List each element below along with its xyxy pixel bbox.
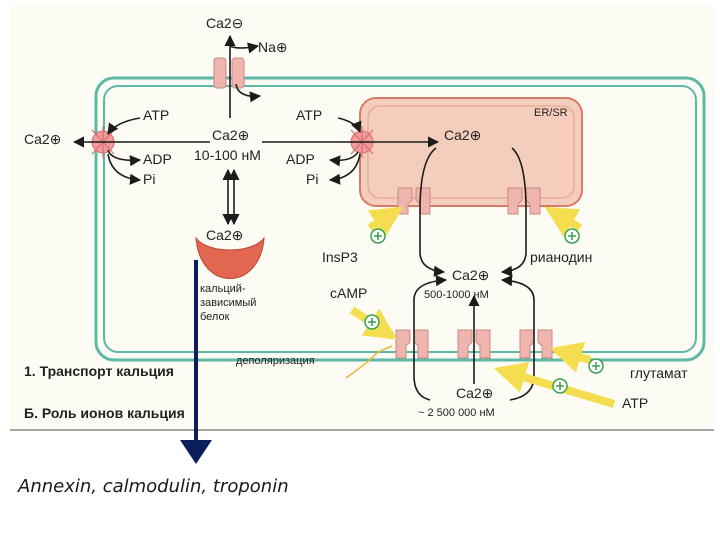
na-ca-exchanger (213, 57, 245, 89)
label-protein-line2: зависимый (200, 297, 256, 309)
arrow-na-in-top-a (229, 42, 260, 54)
activator-arrow-glutamate (549, 341, 592, 373)
label-ca-ext: Ca2⊕ (456, 385, 493, 401)
activator-arrow-ryanodine (544, 206, 583, 237)
label-conc-ext: ~ 2 500 000 нМ (418, 407, 495, 419)
label-ryanodine: рианодин (530, 249, 592, 265)
arrow-influx-right (500, 275, 535, 401)
label-ca-er: Ca2⊕ (444, 127, 481, 143)
arrow-er-release-left (419, 147, 446, 277)
label-atp-left: ATP (143, 107, 169, 123)
arrow-adp-mid (328, 151, 359, 167)
glutamate-receptor-channel (519, 329, 553, 359)
plus-marker-glutamate (588, 358, 604, 374)
arrow-influx-left (413, 275, 448, 401)
ligand-gated-channel (457, 329, 491, 359)
label-adp-left: ADP (143, 151, 172, 167)
label-protein-line3: белок (200, 311, 230, 323)
arrow-na-in-top-b (235, 83, 262, 103)
label-insp3: InsP3 (322, 249, 358, 265)
er-sr-inner-border (367, 105, 575, 199)
plus-marker-ryanodine (564, 228, 580, 244)
label-conc-center: 10-100 нМ (194, 147, 261, 163)
annotation-arrow-head (180, 440, 212, 464)
caption-transport: 1. Транспорт кальция (24, 363, 174, 379)
label-na: Na⊕ (258, 39, 288, 55)
label-atp-bottom: ATP (622, 395, 648, 411)
label-er-sr: ER/SR (534, 107, 568, 119)
annotation-text: Annexin, calmodulin, troponin (17, 476, 289, 497)
label-protein-line1: кальций- (200, 283, 246, 295)
label-glutamate: глутамат (630, 365, 688, 381)
label-camp: cAMP (330, 285, 367, 301)
label-pi-left: Pi (143, 171, 155, 187)
label-ca-protein: Ca2⊕ (206, 227, 243, 243)
label-depolarization: деполяризация (236, 355, 315, 367)
label-ca-top: Ca2⊖ (206, 15, 243, 31)
arrow-adp-left (107, 149, 142, 167)
label-adp-mid: ADP (286, 151, 315, 167)
caption-role: Б. Роль ионов кальция (24, 405, 185, 421)
arrow-atp-left (107, 117, 141, 135)
activator-arrow-insp3 (367, 206, 404, 238)
label-atp-mid: ATP (296, 107, 322, 123)
calcium-binding-protein (195, 236, 265, 279)
plus-marker-camp (364, 314, 380, 330)
plus-marker-insp3 (370, 228, 386, 244)
label-ca-cyt: Ca2⊕ (452, 267, 489, 283)
depolarization-zigzag (345, 345, 393, 379)
label-ca-left: Ca2⊕ (24, 131, 61, 147)
label-pi-mid: Pi (306, 171, 318, 187)
arrow-pi-mid (328, 153, 361, 185)
plus-marker-atp (552, 378, 568, 394)
arrow-atp-mid (337, 117, 362, 134)
voltage-gated-channel (395, 329, 429, 359)
arrow-er-release-right (500, 147, 527, 277)
cell-membrane-outer (94, 76, 706, 362)
label-ca-center: Ca2⊕ (212, 127, 249, 143)
label-conc-cyt: 500-1000 нМ (424, 289, 489, 301)
arrow-pi-left (107, 153, 142, 185)
